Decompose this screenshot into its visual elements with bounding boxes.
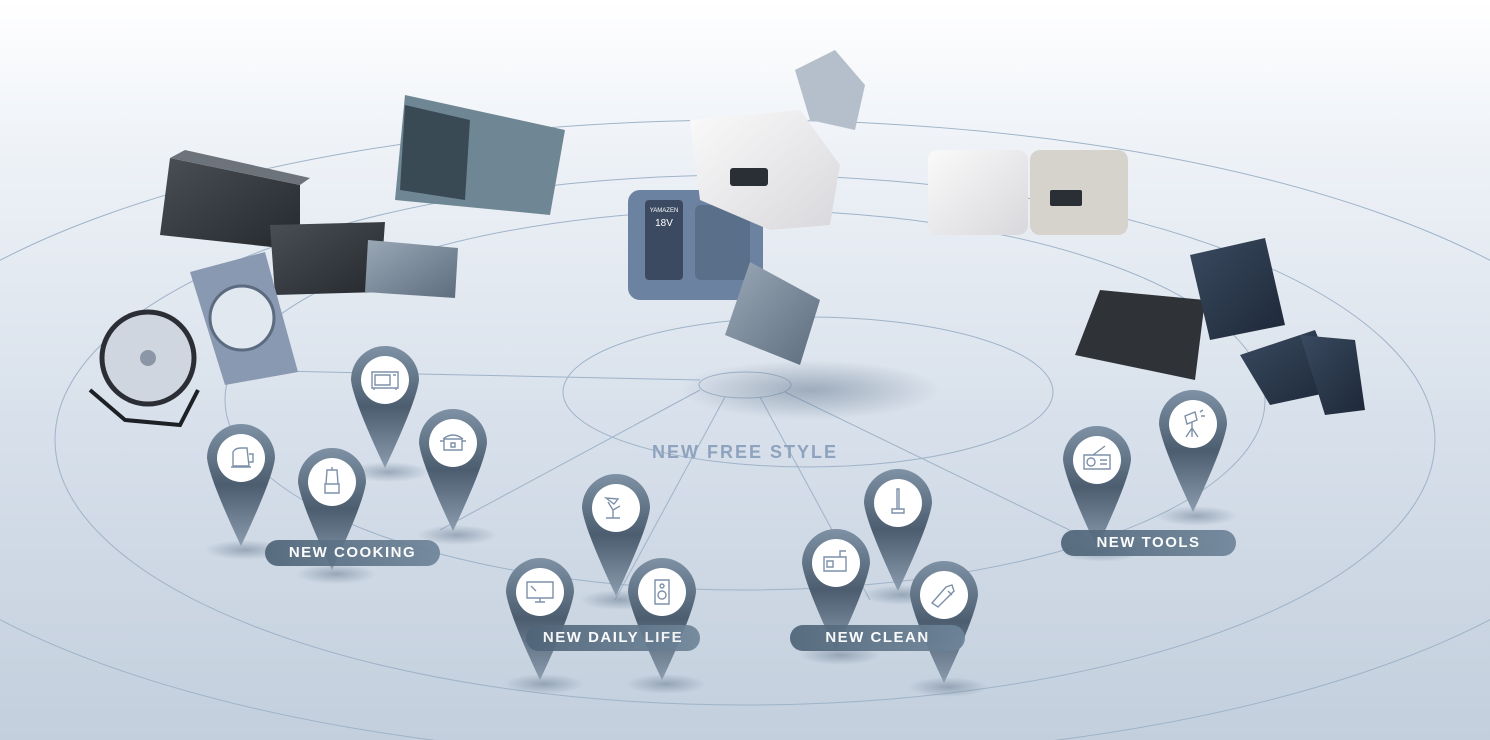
pressure-washer-icon (823, 550, 847, 572)
pin-icon-circle (361, 356, 409, 404)
radio-icon (1083, 445, 1111, 470)
pin-shadow (417, 525, 497, 545)
category-label-daily-life[interactable]: NEW DAILY LIFE (526, 625, 700, 651)
portable-power-stations-product (928, 150, 1128, 235)
map-pin[interactable] (417, 409, 497, 545)
blender-icon (324, 467, 340, 494)
solar-panel-product (1075, 238, 1365, 415)
pin-shadow (1157, 506, 1237, 526)
power-station-product (690, 50, 865, 230)
map-pin[interactable] (349, 346, 429, 482)
pin-icon-circle (217, 434, 265, 482)
pin-shadow (504, 674, 584, 694)
map-pin[interactable] (908, 561, 988, 697)
pin-icon-circle (920, 571, 968, 619)
fridge-cooler-product (160, 150, 310, 250)
pin-icon-circle (638, 568, 686, 616)
spotlight-icon (1184, 409, 1205, 438)
floor-fan-product (88, 309, 200, 428)
map-pin[interactable] (296, 448, 376, 584)
category-label-tools[interactable]: NEW TOOLS (1061, 530, 1236, 556)
center-title: NEW FREE STYLE (651, 442, 838, 462)
desk-lamp-icon (603, 497, 621, 519)
monitor-icon (526, 581, 554, 603)
map-pin[interactable] (580, 474, 660, 610)
pin-icon-circle (812, 539, 860, 587)
pin-shadow (349, 462, 429, 482)
battery-pack-product (725, 262, 820, 365)
kettle-icon (231, 447, 254, 468)
small-fridge-product (270, 222, 458, 298)
stick-vacuum-icon (891, 488, 905, 514)
category-label-cooking[interactable]: NEW COOKING (265, 540, 440, 566)
pin-icon-circle (308, 458, 356, 506)
pin-icon-circle (1169, 400, 1217, 448)
box-fan-product (190, 252, 298, 385)
microwave-icon (371, 371, 399, 390)
map-pin[interactable] (626, 558, 706, 694)
category-label-clean[interactable]: NEW CLEAN (790, 625, 965, 651)
handheld-vacuum-icon (930, 584, 955, 608)
charger-brand: YAMAZEN (650, 208, 679, 214)
pin-shadow (908, 677, 988, 697)
map-pin[interactable] (504, 558, 584, 694)
battery-charger-product: YAMAZEN 18V (628, 190, 763, 300)
pin-shadow (626, 674, 706, 694)
speaker-icon (654, 579, 670, 605)
pin-icon-circle (1073, 436, 1121, 484)
map-pin[interactable] (862, 469, 942, 605)
portable-air-conditioner-product (395, 95, 565, 215)
rice-cooker-icon (440, 434, 466, 451)
map-pin[interactable] (1157, 390, 1237, 526)
pin-shadow (296, 564, 376, 584)
map-pin[interactable] (205, 424, 285, 560)
charger-voltage: 18V (655, 218, 673, 229)
pin-icon-circle (874, 479, 922, 527)
pin-icon-circle (516, 568, 564, 616)
